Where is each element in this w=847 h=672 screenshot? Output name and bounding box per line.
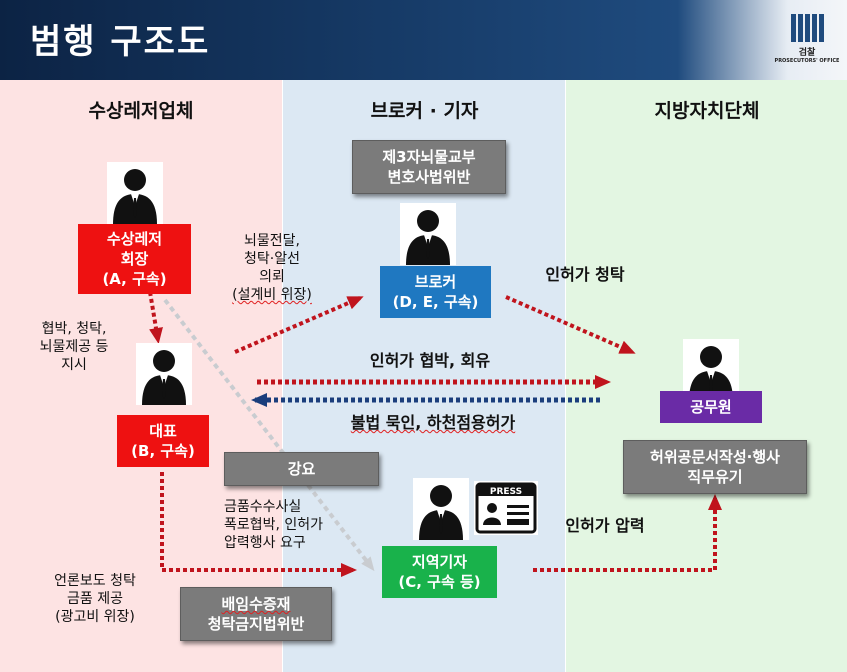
tag-official-crime: 허위공문서작성·행사 직무유기 — [623, 440, 807, 494]
label-pressure: 인허가 압력 — [565, 516, 645, 535]
label-press-report-line1: 언론보도 청탁 — [54, 573, 136, 589]
node-chairman-line1: 수상레저 — [106, 230, 163, 248]
node-broker-line1: 브로커 — [414, 273, 457, 291]
header-bar: 범행 구조도 검찰 PROSECUTORS' OFFICE — [0, 0, 847, 80]
logo-bars — [772, 14, 842, 42]
tag-coercion-label: 강요 — [287, 460, 316, 478]
node-reporter: 지역기자 (C, 구속 등) — [382, 546, 497, 598]
label-extort: 금품수수사실 폭로협박, 인허가 압력행사 요구 — [224, 498, 364, 552]
label-order: 협박, 청탁, 뇌물제공 등 지시 — [28, 320, 120, 374]
label-press-report-line2: 금품 제공 — [67, 591, 123, 607]
label-extort-line3: 압력행사 요구 — [224, 535, 306, 551]
label-order-line1: 협박, 청탁, — [41, 321, 107, 337]
label-bribe-line1: 뇌물전달, — [244, 233, 300, 249]
node-ceo: 대표 (B, 구속) — [117, 415, 209, 467]
label-bribe-line3: 의뢰 — [259, 269, 285, 285]
tag-broker-crime-line1: 제3자뇌물교부 — [382, 148, 476, 166]
label-order-line3: 지시 — [61, 357, 87, 373]
node-official-line1: 공무원 — [690, 398, 732, 416]
tag-reporter-crime-line2: 청탁금지법위반 — [207, 615, 305, 633]
column-right-title: 지방자치단체 — [654, 100, 760, 122]
label-condone: 불법 묵인, 하천점용허가 — [328, 414, 538, 432]
prosecutors-logo-icon: 검찰 PROSECUTORS' OFFICE — [772, 14, 842, 64]
person-silhouette-icon — [107, 162, 163, 224]
column-left-title: 수상레저업체 — [88, 100, 194, 122]
person-silhouette-icon — [683, 339, 739, 401]
node-chairman: 수상레저 회장 (A, 구속) — [78, 224, 191, 294]
tag-official-crime-line2: 직무유기 — [687, 468, 743, 486]
person-silhouette-icon — [136, 343, 192, 405]
label-bribe-line4: (설계비 위장) — [232, 287, 312, 303]
node-broker-line2: (D, E, 구속) — [392, 293, 479, 311]
label-press-report-line3: (광고비 위장) — [55, 609, 135, 625]
label-threat-lobby: 인허가 협박, 회유 — [369, 351, 491, 370]
press-badge-text: PRESS — [490, 487, 522, 497]
label-extort-line2: 폭로협박, 인허가 — [224, 517, 324, 533]
node-chairman-line2: 회장 — [120, 250, 149, 268]
label-condone-text: 불법 묵인, 하천점용허가 — [350, 413, 516, 432]
logo-name: 검찰 — [798, 48, 816, 58]
node-reporter-line2: (C, 구속 등) — [398, 573, 481, 591]
label-bribe: 뇌물전달, 청탁·알선 의뢰 (설계비 위장) — [218, 232, 326, 304]
label-order-line2: 뇌물제공 등 — [39, 339, 109, 355]
label-permit-request: 인허가 청탁 — [545, 265, 625, 284]
tag-coercion: 강요 — [224, 452, 379, 486]
node-chairman-line3: (A, 구속) — [102, 270, 167, 288]
column-middle-title: 브로커 · 기자 — [370, 100, 479, 122]
page-title: 범행 구조도 — [30, 22, 211, 62]
tag-reporter-crime: 배임수증재 청탁금지법위반 — [180, 587, 332, 641]
node-ceo-line2: (B, 구속) — [131, 442, 195, 460]
press-card-icon: PRESS — [474, 481, 538, 535]
node-official: 공무원 — [660, 391, 762, 423]
node-broker: 브로커 (D, E, 구속) — [380, 266, 491, 318]
tag-reporter-crime-line1: 배임수증재 — [221, 595, 291, 613]
label-bribe-line2: 청탁·알선 — [244, 251, 300, 267]
node-reporter-line1: 지역기자 — [411, 553, 468, 571]
node-ceo-line1: 대표 — [149, 422, 177, 440]
label-extort-line1: 금품수수사실 — [224, 499, 302, 515]
person-silhouette-icon — [413, 478, 469, 540]
person-silhouette-icon — [400, 203, 456, 265]
tag-official-crime-line1: 허위공문서작성·행사 — [650, 448, 780, 466]
label-press-report: 언론보도 청탁 금품 제공 (광고비 위장) — [38, 572, 152, 626]
tag-broker-crime-line2: 변호사법위반 — [387, 168, 471, 186]
logo-subtitle: PROSECUTORS' OFFICE — [774, 58, 840, 64]
tag-broker-crime: 제3자뇌물교부 변호사법위반 — [352, 140, 506, 194]
